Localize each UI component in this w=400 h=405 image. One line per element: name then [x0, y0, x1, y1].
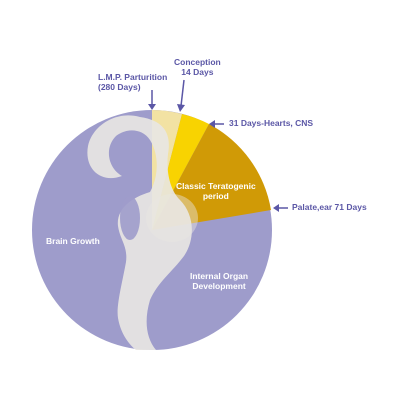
lmp-parturition-label: L.M.P. Parturition (280 Days): [98, 72, 168, 92]
heart-cns-label: 31 Days-Hearts, CNS: [229, 118, 314, 128]
internal-organ-development-label: Internal Organ Development: [190, 271, 249, 291]
pregnant-woman-silhouette: [87, 115, 192, 350]
arm-cutout: [120, 196, 140, 240]
belly-highlight: [146, 194, 198, 242]
lmp-pointer-arrow: [148, 104, 156, 110]
classic-teratogenic-label: Classic Teratogenic period: [176, 181, 256, 201]
palate-ear-label: Palate,ear 71 Days: [292, 202, 367, 212]
palate-pointer-arrow: [273, 204, 279, 212]
brain-growth-label: Brain Growth: [46, 236, 100, 246]
conception-pointer-arrow: [177, 104, 185, 112]
conception-label: Conception 14 Days: [174, 57, 221, 77]
conception-pointer-line: [180, 79, 185, 107]
heart-cns-pointer-arrow: [209, 120, 215, 128]
